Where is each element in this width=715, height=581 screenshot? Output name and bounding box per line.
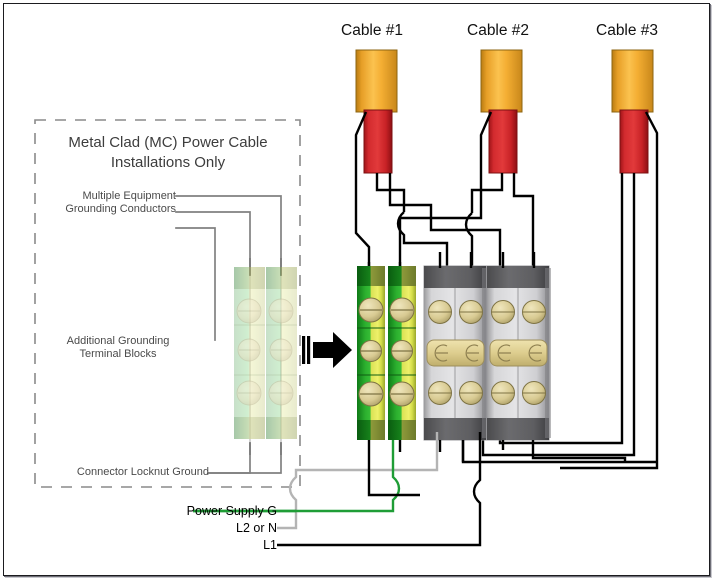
feed-through-terminal-pair-1 — [423, 265, 488, 441]
grounding-block-downlead — [367, 440, 420, 497]
supply-l1-label: L1 — [263, 538, 277, 552]
grounding-terminal-block-2 — [388, 266, 416, 440]
additional-grounding-terminal-blocks-label: Additional Grounding Terminal Blocks — [66, 335, 170, 361]
cable-2 — [480, 49, 523, 174]
cable-3-label: Cable #3 — [596, 22, 659, 39]
cable-1 — [355, 49, 398, 174]
ghost-grounding-terminal-block — [234, 258, 297, 455]
power-supply-ground-label: Power Supply G — [186, 504, 277, 518]
supply-line-l1-wire — [277, 432, 482, 547]
grounding-conductor-leaders — [175, 195, 282, 474]
mc-box-title-line1: Metal Clad (MC) Power Cable — [68, 134, 268, 151]
terminal-stub-wires — [398, 440, 505, 452]
terminal-bottom-leads — [461, 440, 657, 464]
terminal-block-assembly — [357, 262, 551, 441]
connector-locknut-ground-label: Connector Locknut Ground — [76, 466, 209, 478]
cable-2-label: Cable #2 — [467, 22, 530, 39]
multiple-equipment-grounding-conductors-label: Multiple Equipment Grounding Conductors — [65, 190, 176, 216]
supply-line-l2n-wire — [277, 432, 439, 530]
supply-l2-or-n-label: L2 or N — [236, 521, 277, 535]
outer-frame — [3, 3, 710, 576]
mc-box-title-line2: Installations Only — [110, 154, 226, 171]
cable-3 — [611, 49, 654, 174]
transition-arrow-icon — [302, 332, 352, 368]
terminal-top-stub-wires — [438, 252, 536, 268]
cable-1-label: Cable #1 — [341, 22, 404, 39]
feed-through-terminal-pair-2 — [486, 265, 551, 441]
mc-region-dashed-box — [34, 119, 301, 488]
grounding-terminal-block-1 — [357, 266, 385, 440]
